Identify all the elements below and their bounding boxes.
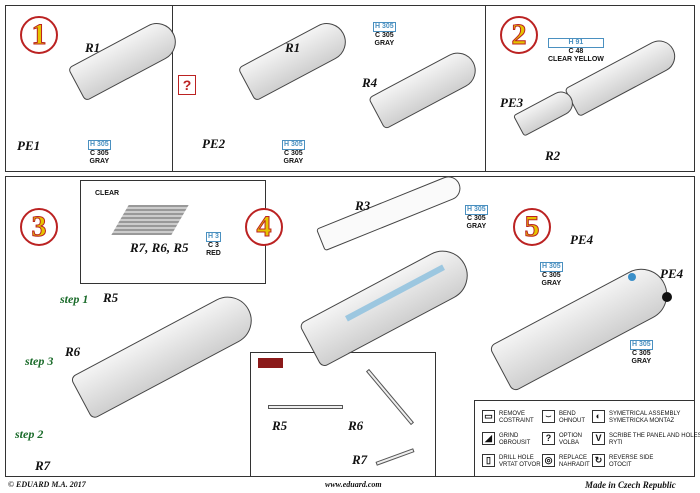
label-r765: R7, R6, R5 (130, 240, 189, 255)
label-r1: R1 (85, 40, 101, 55)
label-r5: R5 (103, 290, 119, 305)
step-number-1: 1 (20, 16, 58, 54)
label-r5-detail: R5 (272, 418, 288, 433)
label-r6: R6 (65, 344, 81, 359)
legend-label: REVERSE SIDE OTOCIT (609, 455, 654, 468)
label-pe4-b: PE4 (660, 266, 684, 281)
option-icon: ? (178, 75, 196, 95)
label-r6-detail: R6 (348, 418, 364, 433)
symmetrical-icon: ◐ (592, 410, 605, 423)
step-number-5: 5 (513, 208, 551, 246)
step-number-2: 2 (500, 16, 538, 54)
pe4-dot-blue (628, 273, 636, 281)
legend-label: DRILL HOLE VRTAT OTVOR (499, 455, 541, 468)
legend-box (474, 400, 695, 477)
step-number-3: 3 (20, 208, 58, 246)
drill-icon: ▯ (482, 454, 495, 467)
substep-1: step 1 (60, 292, 89, 306)
legend-label: REPLACE NAHRADIT (559, 455, 590, 468)
replace-icon: ◎ (542, 454, 555, 467)
grind-icon: ◢ (482, 432, 495, 445)
label-r3: R3 (355, 198, 371, 213)
label-r7: R7 (35, 458, 51, 473)
label-pe3: PE3 (500, 95, 524, 110)
website: www.eduard.com (325, 480, 382, 489)
substep-3: step 3 (25, 354, 54, 368)
reverse-icon: ↻ (592, 454, 605, 467)
panel-step-2 (485, 5, 695, 172)
legend-label: SYMETRICAL ASSEMBLY SYMETRICKA MONTAZ (609, 411, 681, 424)
red-swatch (258, 358, 283, 368)
label-pe1: PE1 (17, 138, 41, 153)
clear-label: CLEAR (95, 190, 120, 197)
label-r2: R2 (545, 148, 561, 163)
scribe-icon: V (592, 432, 605, 445)
legend-label: REMOVE COSTRAINT (499, 411, 534, 424)
label-pe4-a: PE4 (570, 232, 594, 247)
pe4-dot-black (662, 292, 672, 302)
substep-2: step 2 (15, 427, 44, 441)
option-icon: ? (542, 432, 555, 445)
rod-r5 (268, 405, 343, 409)
copyright: © EDUARD M.A. 2017 (8, 480, 86, 489)
label-pe2: PE2 (202, 136, 226, 151)
label-r4: R4 (362, 75, 378, 90)
legend-label: OPTION VOLBA (559, 433, 583, 446)
step-number-4: 4 (245, 208, 283, 246)
remove-icon: ▭ (482, 410, 495, 423)
label-r1-option: R1 (285, 40, 301, 55)
legend-label: GRIND OBROUSIT (499, 433, 531, 446)
made-in: Made in Czech Republic (585, 480, 676, 490)
label-r7-detail: R7 (352, 452, 368, 467)
bend-icon: ⌣ (542, 410, 555, 423)
legend-label: BEND OHNOUT (559, 411, 585, 424)
legend-label: SCRIBE THE PANEL AND HOLES RYTI (609, 433, 700, 446)
